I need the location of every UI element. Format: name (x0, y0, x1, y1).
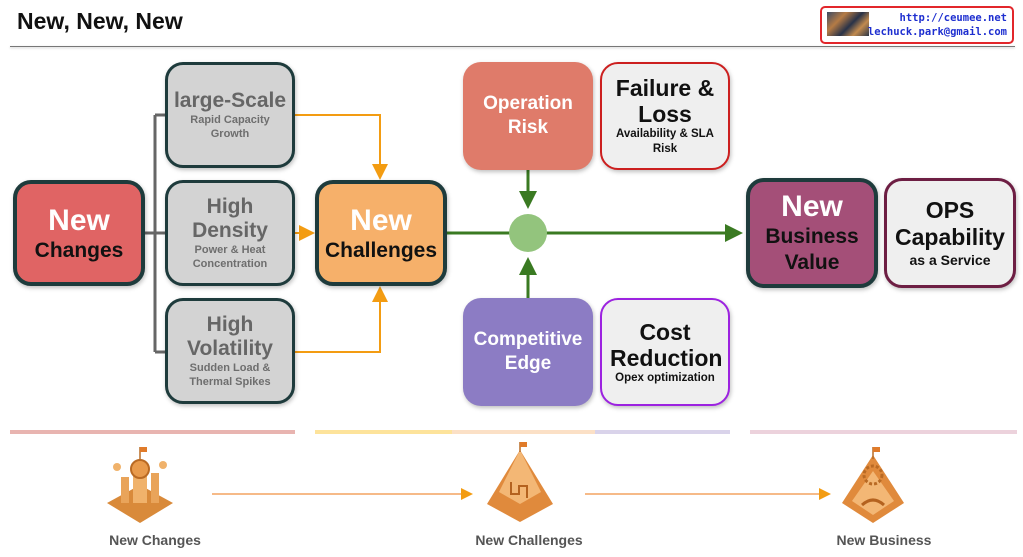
new-changes-box: New Changes (13, 180, 145, 286)
stage-label-new-changes: New Changes (109, 532, 201, 548)
new-challenges-box: New Challenges (315, 180, 447, 286)
operation-risk-box: Operation Risk (463, 62, 593, 170)
failure-loss-box: Failure & Loss Availability & SLA Risk (600, 62, 730, 170)
competitive-edge-label: Competitive Edge (473, 329, 583, 374)
stage-label-new-business: New Business (836, 532, 932, 548)
mountain-maze-flag-icon (487, 442, 553, 522)
author-url-link[interactable]: http://ceumee.net (899, 12, 1007, 24)
author-avatar-image (827, 12, 869, 36)
driver-detail: Power & Heat Concentration (192, 244, 268, 270)
new-changes-headline: New (48, 203, 110, 237)
new-challenges-label: Challenges (324, 238, 438, 262)
ops-capability-detail: as a Service (909, 252, 991, 268)
cost-reduction-box: Cost Reduction Opex optimization (600, 298, 730, 406)
driver-title: High Volatility (187, 313, 273, 360)
junction-node (509, 214, 547, 252)
driver-high-volatility: High Volatility Sudden Load & Thermal Sp… (165, 298, 295, 404)
new-challenges-headline: New (350, 203, 412, 237)
new-changes-label: Changes (34, 238, 124, 262)
timeline-bar-challenges-a (315, 430, 452, 434)
new-business-value-box: New Business Value (746, 178, 878, 288)
cost-reduction-detail: Opex optimization (615, 371, 715, 384)
title-divider (10, 46, 1015, 47)
driver-title: large-Scale (173, 89, 287, 112)
arrow-large-scale (295, 114, 388, 180)
failure-loss-title: Failure & Loss (615, 75, 715, 127)
ops-capability-box: OPS Capability as a Service (884, 178, 1016, 288)
competitive-edge-box: Competitive Edge (463, 298, 593, 406)
isometric-city-rocket-icon (107, 447, 173, 523)
arrow-high-volatility (295, 286, 388, 353)
author-badge[interactable]: http://ceumee.net lechuck.park@gmail.com (820, 6, 1014, 44)
author-email-link[interactable]: lechuck.park@gmail.com (867, 26, 1007, 38)
page-title: New, New, New (17, 8, 183, 34)
timeline-bar-challenges-b (452, 430, 595, 434)
failure-loss-detail: Availability & SLA Risk (616, 128, 714, 155)
cost-reduction-title: Cost Reduction (610, 318, 723, 371)
driver-detail: Sudden Load & Thermal Spikes (189, 362, 271, 388)
operation-risk-label: Operation Risk (483, 93, 573, 138)
timeline-bar-challenges-c (595, 430, 730, 434)
gear-city-growth-icon (842, 447, 904, 523)
driver-detail: Rapid Capacity Growth (190, 114, 270, 140)
driver-high-density: High Density Power & Heat Concentration (165, 180, 295, 286)
tree-connector (145, 113, 165, 354)
timeline-bar-changes (10, 430, 295, 434)
driver-title: High Density (192, 195, 268, 242)
timeline-bar-business (750, 430, 1017, 434)
new-business-value-headline: New (781, 190, 843, 223)
stage-label-new-challenges: New Challenges (475, 532, 583, 548)
driver-large-scale: large-Scale Rapid Capacity Growth (165, 62, 295, 168)
new-business-value-label: Business Value (765, 225, 859, 274)
ops-capability-title: OPS Capability (895, 197, 1005, 250)
